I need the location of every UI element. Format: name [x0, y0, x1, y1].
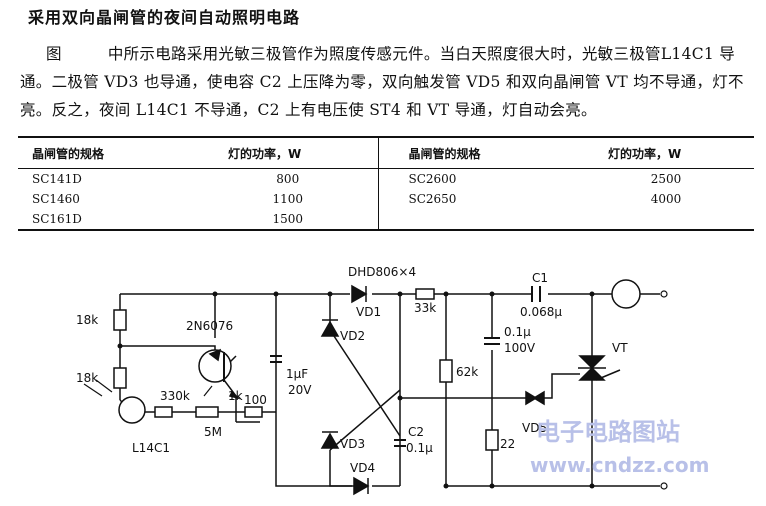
watermark-cn: 电子电路图站: [536, 418, 680, 446]
table-row: SC141D 800 SC2600 2500: [18, 168, 754, 189]
label-c3b: 20V: [288, 383, 312, 397]
label-c1a: C1: [532, 271, 548, 285]
table-cell: 800: [198, 168, 379, 189]
label-c4b: 100V: [504, 341, 536, 355]
table-cell: SC2650: [408, 192, 457, 206]
page-title: 采用双向晶闸管的夜间自动照明电路: [28, 8, 301, 27]
label-vd4: VD4: [350, 461, 375, 475]
label-r6: 62k: [456, 365, 478, 379]
table-cell: [378, 209, 578, 231]
label-pot1: 1k: [228, 389, 243, 403]
table-cell: 1100: [198, 189, 379, 209]
table-row: SC1460 1100 SC2650 4000: [18, 189, 754, 209]
capacitor-c1: [531, 286, 541, 302]
resistor-18k-1: [113, 309, 127, 331]
label-c3a: 1μF: [286, 367, 308, 381]
header-lamp-power-2: 灯的功率，W: [578, 136, 754, 169]
capacitor-1uf: [270, 355, 282, 363]
label-r3: 330k: [160, 389, 190, 403]
table-cell: 2500: [650, 172, 682, 186]
resistor-18k-2: [113, 367, 127, 389]
header-lamp-power-1: 灯的功率，W: [198, 136, 379, 169]
label-r1: 18k: [76, 313, 98, 327]
resistor-62k: [439, 359, 453, 383]
potentiometer-5m: [195, 406, 219, 418]
lamp-icon: [611, 279, 641, 309]
phototransistor-l14c1-icon: [118, 396, 146, 424]
resistor-330k: [154, 406, 173, 418]
label-pt: L14C1: [132, 441, 170, 455]
table-cell: 4000: [650, 192, 682, 206]
circuit-diagram: 18k 18k 2N6076 L14C1 330k 1k 5M 100 1μF …: [76, 265, 709, 496]
light-rays-icon: [83, 379, 113, 397]
diode-vd1-icon: [351, 284, 368, 304]
resistor-22: [485, 429, 499, 451]
table-cell: SC2600: [408, 172, 457, 186]
resistor-33k: [415, 288, 435, 300]
capacitor-0-1u-100v: [484, 337, 500, 345]
table-cell: SC141D: [32, 172, 82, 186]
figure-reference: 图: [46, 45, 62, 63]
triac-vt-icon: [578, 355, 606, 370]
label-vd3: VD3: [340, 437, 365, 451]
diode-vd2-icon: [320, 320, 340, 337]
capacitor-c2: [394, 439, 406, 447]
label-c4a: 0.1μ: [504, 325, 531, 339]
table-row: SC161D 1500: [18, 209, 754, 231]
table-cell: SC1460: [32, 192, 80, 206]
watermark-url: www.cndzz.com: [530, 453, 709, 477]
label-vt: VT: [612, 341, 628, 355]
description-paragraph: 图中所示电路采用光敏三极管作为照度传感元件。当白天照度很大时，光敏三极管L14C…: [20, 40, 750, 124]
label-vd2: VD2: [340, 329, 365, 343]
label-r2: 18k: [76, 371, 98, 385]
description-text: 中所示电路采用光敏三极管作为照度传感元件。当白天照度很大时，光敏三极管L14C1…: [20, 45, 744, 119]
diac-vd5-icon: [525, 390, 538, 406]
table-cell: SC161D: [18, 209, 198, 231]
label-c2b: 0.1μ: [406, 441, 433, 455]
table-cell: 1500: [198, 209, 379, 231]
label-r5: 33k: [414, 301, 436, 315]
table-header-row: 晶闸管的规格 灯的功率，W 晶闸管的规格 灯的功率，W: [18, 136, 754, 169]
header-thyristor-spec-1: 晶闸管的规格: [18, 136, 198, 169]
terminal-bottom: [660, 482, 668, 490]
label-vd5: VD5: [522, 421, 547, 435]
diode-vd3-icon: [320, 432, 340, 449]
table-cell: [578, 209, 754, 231]
label-r7: 22: [500, 437, 515, 451]
label-vd1: VD1: [356, 305, 381, 319]
terminal-top: [660, 290, 668, 298]
label-c1b: 0.068μ: [520, 305, 562, 319]
thyristor-spec-table: 晶闸管的规格 灯的功率，W 晶闸管的规格 灯的功率，W SC141D 800 S…: [18, 136, 754, 231]
label-r4: 100: [244, 393, 267, 407]
header-thyristor-spec-2: 晶闸管的规格: [378, 136, 578, 169]
label-c2a: C2: [408, 425, 424, 439]
label-bridge: DHD806×4: [348, 265, 416, 279]
label-q1: 2N6076: [186, 319, 233, 333]
label-pot2: 5M: [204, 425, 222, 439]
resistor-100: [244, 406, 263, 418]
diode-vd4-icon: [353, 476, 370, 496]
